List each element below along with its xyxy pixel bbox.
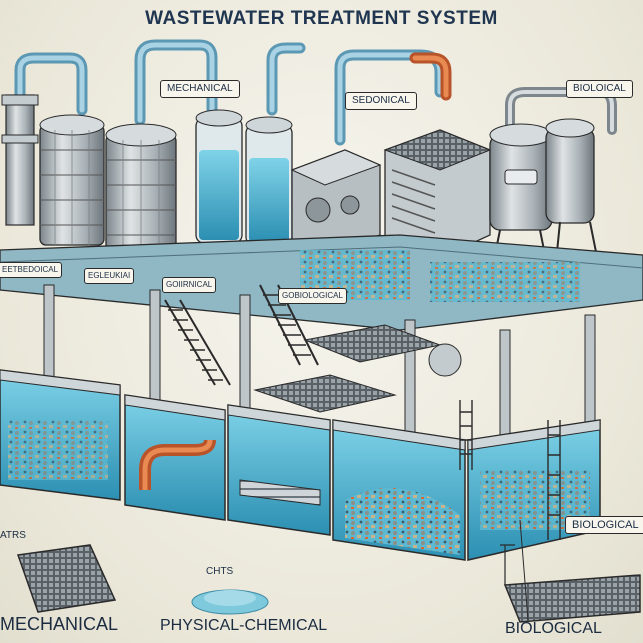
label-biological-bottom: BIOLOGICAL xyxy=(505,620,602,637)
mid-grates xyxy=(253,324,462,413)
label-deck-right: GOBIOLOGICAL xyxy=(278,288,347,304)
sludge-pile xyxy=(191,589,269,615)
label-deck-left: EETBEDOICAL xyxy=(0,262,63,278)
label-biological-box: BIOLOGICAL xyxy=(565,516,643,534)
grate-sample-right xyxy=(500,519,641,623)
label-deck-mid: GOIIRNICAL xyxy=(162,277,217,293)
label-mechanical-top: MECHANICAL xyxy=(160,80,240,98)
label-deck-mid-left: EGLEUKIAI xyxy=(84,268,135,284)
bio-reactor-tanks xyxy=(489,118,599,271)
basin-2 xyxy=(124,394,226,521)
filter-tank-2 xyxy=(105,123,177,251)
mixer-unit xyxy=(290,149,382,256)
basin-5 xyxy=(467,419,601,561)
overhead-pipes xyxy=(14,39,617,146)
label-sedonical: SEDONICAL xyxy=(345,92,417,110)
label-biological-top: BIOLOICAL xyxy=(566,80,633,98)
grate-sample-left xyxy=(16,544,117,613)
vent-stack xyxy=(1,94,39,226)
stairs xyxy=(164,284,319,386)
label-physical-chemical: PHYSICAL-CHEMICAL xyxy=(160,617,328,634)
basin-4 xyxy=(332,419,466,561)
filter-tank-1 xyxy=(39,114,105,246)
basin-3 xyxy=(227,404,331,536)
label-mechanical-bottom: MECHANICAL xyxy=(0,614,119,634)
water-tank-2 xyxy=(245,116,293,246)
basin-1 xyxy=(0,369,121,501)
upper-deck xyxy=(0,234,643,331)
side-ladders xyxy=(459,400,561,540)
water-tank-1 xyxy=(195,109,243,244)
diagram-title: WASTEWATER TREATMENT SYSTEM xyxy=(145,8,498,29)
label-cuts: CHTS xyxy=(206,566,234,577)
label-atrs: ATRS xyxy=(0,530,26,541)
